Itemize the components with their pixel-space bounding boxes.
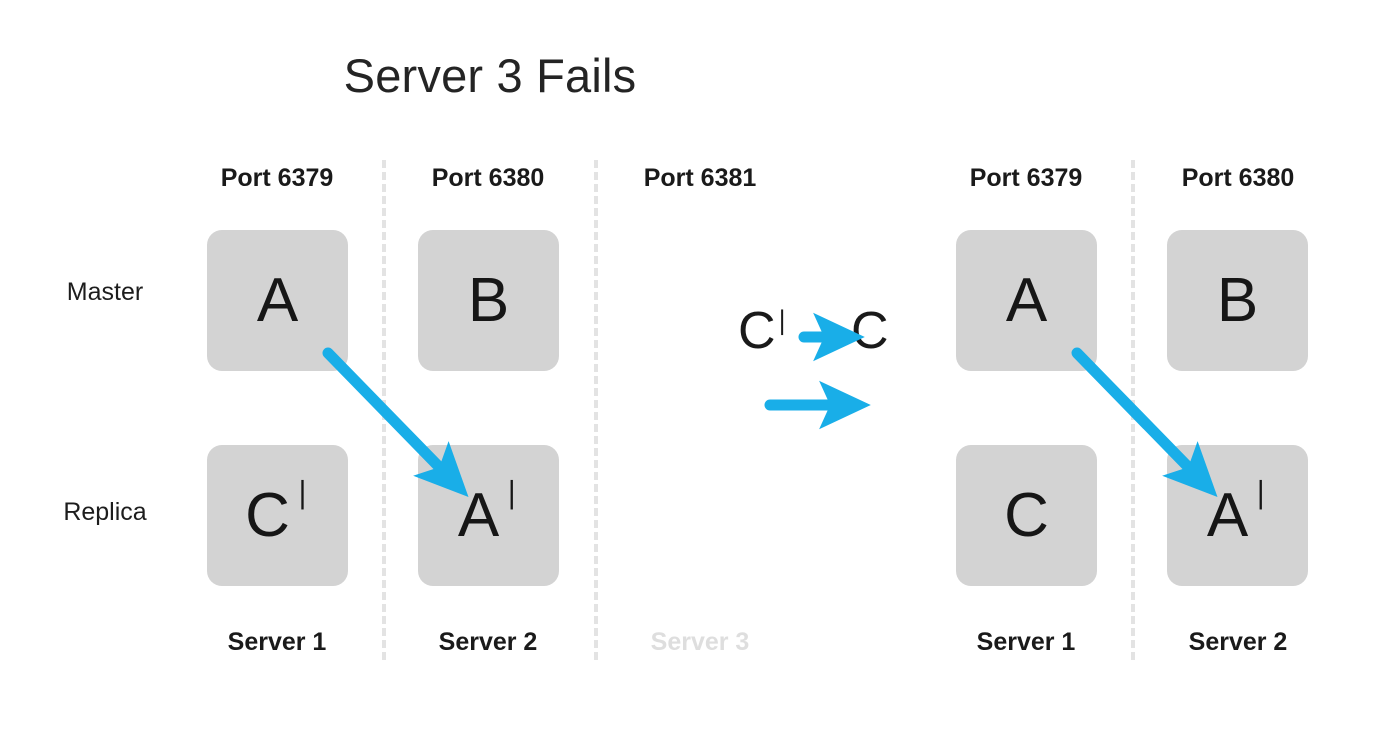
- server-label-col4: Server 1: [976, 628, 1076, 656]
- prime-mark-icon: ∣: [1253, 477, 1269, 510]
- server-label-col5: Server 2: [1188, 628, 1288, 656]
- node-box-master-col5[interactable]: B: [1167, 230, 1308, 371]
- page-title: Server 3 Fails: [343, 49, 637, 102]
- column-divider-3: [1131, 160, 1135, 660]
- node-label-master-col5: B: [1216, 265, 1259, 335]
- row-label-replica: Replica: [63, 498, 147, 526]
- server-label-col3: Server 3: [650, 628, 750, 656]
- server-label-col2: Server 2: [438, 628, 538, 656]
- node-box-replica-col5[interactable]: A∣: [1167, 445, 1308, 586]
- node-box-replica-col2[interactable]: A∣: [418, 445, 559, 586]
- port-label-col4: Port 6379: [969, 164, 1083, 192]
- port-label-col5: Port 6380: [1181, 164, 1295, 192]
- node-label-replica-col5: A∣: [1206, 477, 1269, 550]
- row-label-master: Master: [66, 278, 144, 306]
- transition-label-from: C∣: [738, 302, 789, 360]
- prime-mark-icon: ∣: [775, 305, 789, 336]
- node-label-master-col1: A: [256, 265, 299, 335]
- node-label-replica-col4: C: [1004, 480, 1049, 550]
- prime-mark-icon: ∣: [294, 477, 310, 510]
- node-box-replica-col1[interactable]: C∣: [207, 445, 348, 586]
- port-label-col2: Port 6380: [431, 164, 545, 192]
- node-label-master-col2: B: [467, 265, 510, 335]
- port-label-col1: Port 6379: [220, 164, 334, 192]
- prime-mark-icon: ∣: [504, 477, 520, 510]
- node-box-master-col2[interactable]: B: [418, 230, 559, 371]
- node-label-replica-col2: A∣: [457, 477, 520, 550]
- port-label-col3: Port 6381: [643, 164, 757, 192]
- node-box-replica-col4[interactable]: C: [956, 445, 1097, 586]
- column-divider-1: [382, 160, 386, 660]
- node-box-master-col4[interactable]: A: [956, 230, 1097, 371]
- node-label-master-col4: A: [1005, 265, 1048, 335]
- transition-label-to: C: [851, 302, 889, 360]
- server-label-col1: Server 1: [227, 628, 327, 656]
- node-label-replica-col1: C∣: [245, 477, 310, 550]
- node-box-master-col1[interactable]: A: [207, 230, 348, 371]
- column-divider-2: [594, 160, 598, 660]
